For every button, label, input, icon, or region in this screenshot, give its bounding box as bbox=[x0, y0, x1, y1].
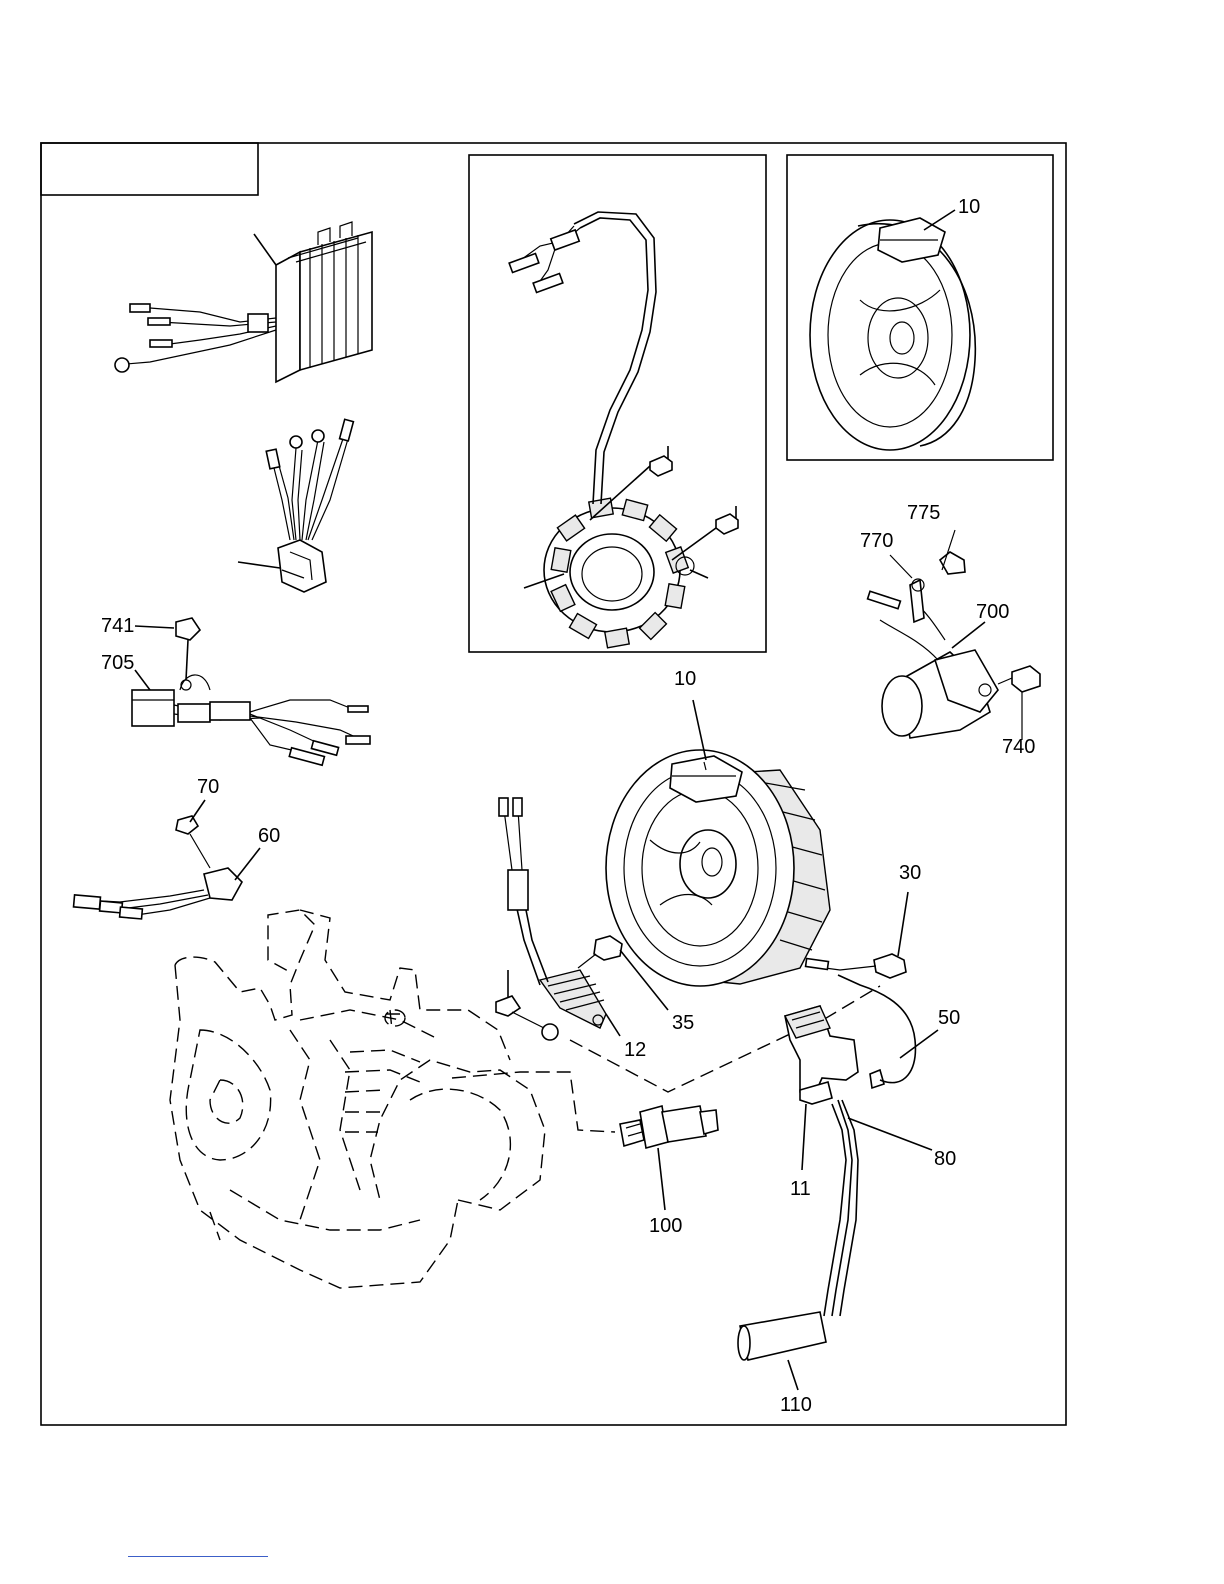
footer-link-underline[interactable] bbox=[128, 1556, 268, 1557]
starter-motor bbox=[868, 530, 1040, 740]
label-100: 100 bbox=[649, 1215, 682, 1237]
label-700: 700 bbox=[976, 601, 1009, 623]
title-box bbox=[41, 143, 258, 195]
voltage-regulator bbox=[115, 222, 372, 382]
label-775: 775 bbox=[907, 502, 940, 524]
label-50: 50 bbox=[938, 1007, 960, 1029]
label-740: 740 bbox=[1002, 736, 1035, 758]
rectifier-leads bbox=[238, 419, 353, 592]
label-741: 741 bbox=[101, 615, 134, 637]
flywheel-inset bbox=[810, 210, 975, 450]
label-10-inset: 10 bbox=[958, 196, 980, 218]
label-705: 705 bbox=[101, 652, 134, 674]
switch-assembly bbox=[74, 800, 260, 919]
label-110: 110 bbox=[780, 1394, 812, 1416]
stator-assembly bbox=[509, 212, 738, 648]
label-12: 12 bbox=[624, 1039, 646, 1061]
label-60: 60 bbox=[258, 825, 280, 847]
label-30: 30 bbox=[899, 862, 921, 884]
label-10-main: 10 bbox=[674, 668, 696, 690]
label-770: 770 bbox=[860, 530, 893, 552]
label-35: 35 bbox=[672, 1012, 694, 1034]
label-70: 70 bbox=[197, 776, 219, 798]
label-11: 11 bbox=[790, 1178, 811, 1200]
flywheel bbox=[606, 700, 830, 986]
wire-harness bbox=[132, 618, 370, 765]
label-80: 80 bbox=[934, 1148, 956, 1170]
spark-plug bbox=[620, 1106, 718, 1210]
